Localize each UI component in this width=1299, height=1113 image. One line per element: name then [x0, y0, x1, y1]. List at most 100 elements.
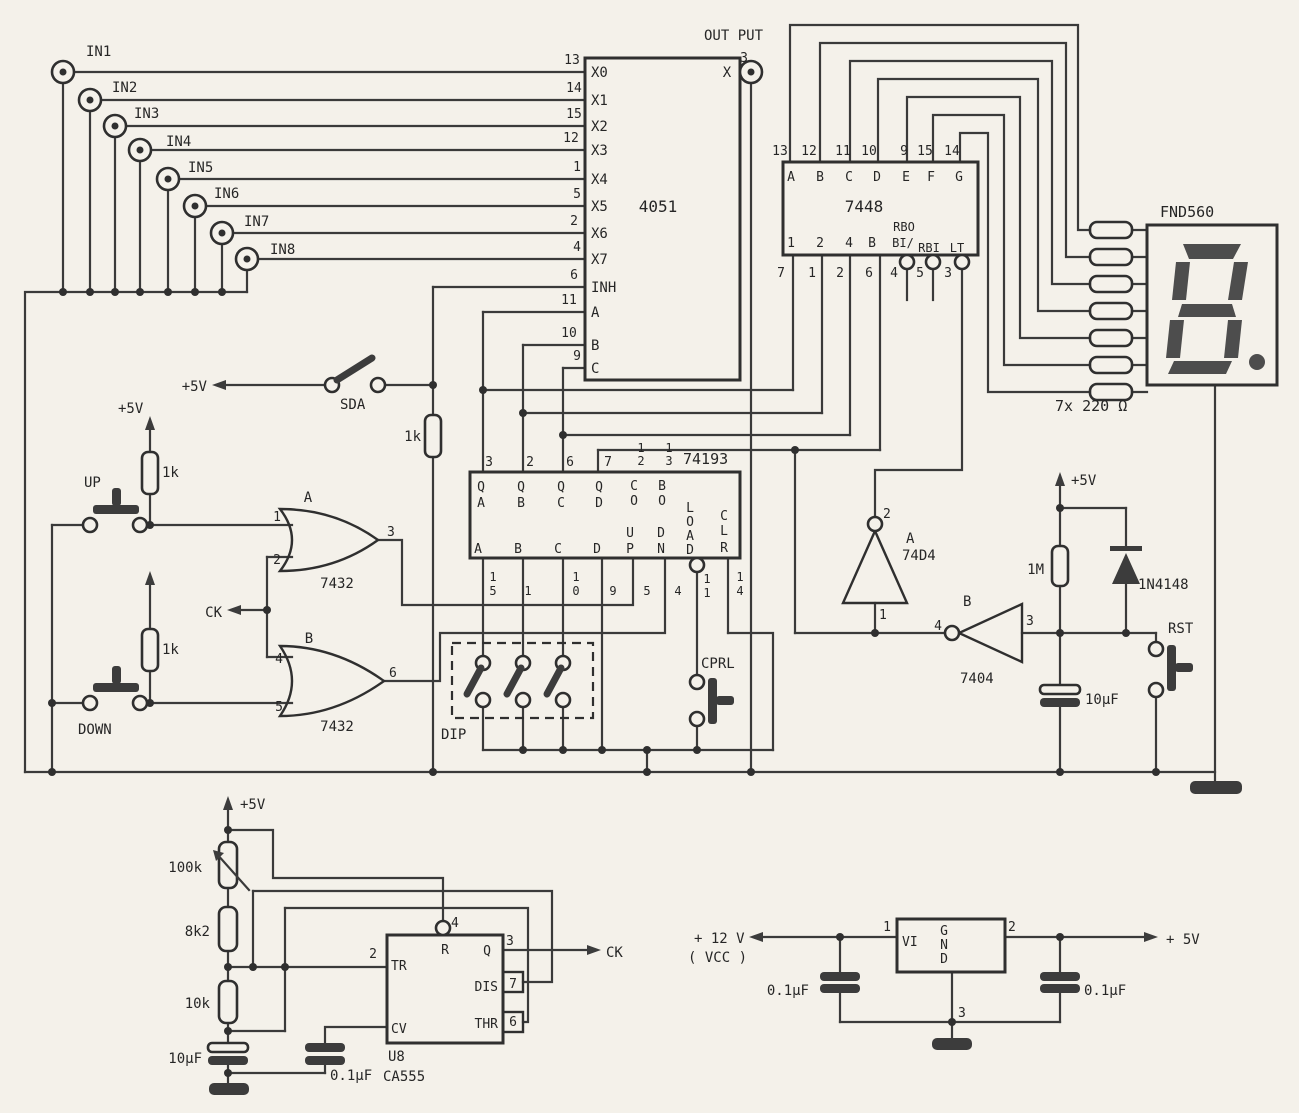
cap-01uf-reg-left — [820, 972, 860, 993]
pa-5: 5 — [489, 584, 496, 598]
jack-in4 — [127, 137, 153, 163]
x6: X6 — [591, 226, 608, 242]
p6-555: 6 — [509, 1015, 517, 1030]
plus5v-sda: +5V — [182, 379, 208, 395]
pc: C — [554, 542, 562, 557]
ca555-label: CA555 — [383, 1069, 425, 1085]
cap-10uf-right — [1038, 683, 1082, 707]
gateb-b: B — [305, 631, 313, 647]
gnd-n: N — [940, 938, 948, 953]
r1k-up: 1k — [162, 465, 179, 481]
cap10uf-right: 10µF — [1085, 692, 1119, 708]
co-c: C — [630, 479, 638, 494]
jack-in7 — [209, 220, 235, 246]
co-pin-2: 2 — [637, 454, 644, 468]
in1-label: IN1 — [86, 44, 111, 60]
seg-d: D — [873, 170, 881, 185]
cap01uf-555: 0.1µF — [330, 1068, 372, 1084]
resistor-220-1 — [1088, 220, 1134, 240]
jack-in1 — [50, 59, 76, 85]
p2-reg: 2 — [1008, 920, 1016, 935]
resistor-220-6 — [1088, 355, 1134, 375]
dip-label: DIP — [441, 727, 466, 743]
x-out: X — [723, 65, 732, 81]
plus5v-reg: + 5V — [1166, 932, 1200, 948]
ck2-label: CK — [606, 945, 623, 961]
dip-switch-box — [450, 641, 595, 720]
resistor-220-2 — [1088, 247, 1134, 267]
rbo: RBO — [893, 220, 915, 234]
plus5v-up: +5V — [118, 401, 144, 417]
cap10uf-555: 10µF — [168, 1051, 202, 1067]
qb-pin: 2 — [526, 455, 534, 470]
qb-b: B — [517, 496, 525, 511]
ground-symbols — [209, 781, 1242, 1095]
pot-wiper-arrow — [213, 850, 224, 861]
qd-q: Q — [595, 480, 603, 495]
plus5v-right: +5V — [1071, 473, 1097, 489]
clr-r: R — [720, 541, 728, 556]
b3-7448: 3 — [944, 266, 952, 281]
pin10-4051: 10 — [561, 326, 577, 341]
capacitors — [206, 683, 1082, 1065]
segment-d — [1168, 361, 1232, 374]
inva-name: 74D4 — [902, 548, 936, 564]
x4: X4 — [591, 172, 608, 188]
segment-g — [1178, 304, 1236, 317]
cap-10uf-555 — [206, 1041, 250, 1065]
pin15-4051: 15 — [566, 107, 582, 122]
lt: LT — [950, 241, 964, 255]
up-button — [81, 488, 149, 534]
up-p: P — [626, 542, 634, 557]
load-o: O — [686, 515, 694, 530]
bo-o: O — [658, 494, 666, 509]
x3: X3 — [591, 143, 608, 159]
ld-1a: 1 — [703, 572, 710, 586]
pin14-4051: 14 — [566, 81, 582, 96]
jack-in6 — [182, 193, 208, 219]
in-2: 2 — [816, 236, 824, 251]
pin6-4051: 6 — [570, 268, 578, 283]
in4-label: IN4 — [166, 134, 191, 150]
qb-q: Q — [517, 480, 525, 495]
resistor-220-4 — [1088, 301, 1134, 321]
diode-label: 1N4148 — [1138, 577, 1189, 593]
up-u: U — [626, 526, 634, 541]
pb-1: 1 — [524, 584, 531, 598]
gateb-6: 6 — [389, 666, 397, 681]
r10k-label: 10k — [185, 996, 211, 1012]
p14-7448: 14 — [944, 144, 960, 159]
resistor-8k2 — [217, 905, 239, 953]
seven-segment-display — [1145, 223, 1279, 387]
dip-switch-3 — [543, 654, 572, 709]
pot-label: 100k — [168, 860, 202, 876]
terminal-rbi — [924, 253, 942, 271]
inverter-b — [943, 602, 1024, 664]
rst-label: RST — [1168, 621, 1194, 637]
inva-a: A — [906, 531, 915, 547]
p9-7448: 9 — [900, 144, 908, 159]
ground-555 — [209, 1083, 249, 1095]
p4-555: 4 — [451, 916, 459, 931]
p3-555: 3 — [506, 934, 514, 949]
b6-7448: 6 — [865, 266, 873, 281]
ground-right — [1190, 781, 1242, 794]
bo-pin-3: 3 — [665, 454, 672, 468]
gatea-a: A — [304, 490, 313, 506]
qa-a: A — [477, 496, 485, 511]
co-o: O — [630, 494, 638, 509]
ld-1b: 1 — [703, 586, 710, 600]
up-5: 5 — [643, 584, 650, 598]
pin3-4051-x: 3 — [740, 51, 748, 66]
sda-label: SDA — [340, 397, 366, 413]
r1k-sda: 1k — [404, 429, 421, 445]
invb-name: 7404 — [960, 671, 994, 687]
qc-c: C — [557, 496, 565, 511]
qc-q: Q — [557, 480, 565, 495]
bi: BI/ — [892, 236, 914, 250]
cprl-button — [688, 673, 734, 728]
in8-label: IN8 — [270, 242, 295, 258]
plus12v-label: + 12 V — [694, 931, 745, 947]
inverter-a — [841, 515, 909, 605]
resistor-10k — [217, 979, 239, 1025]
